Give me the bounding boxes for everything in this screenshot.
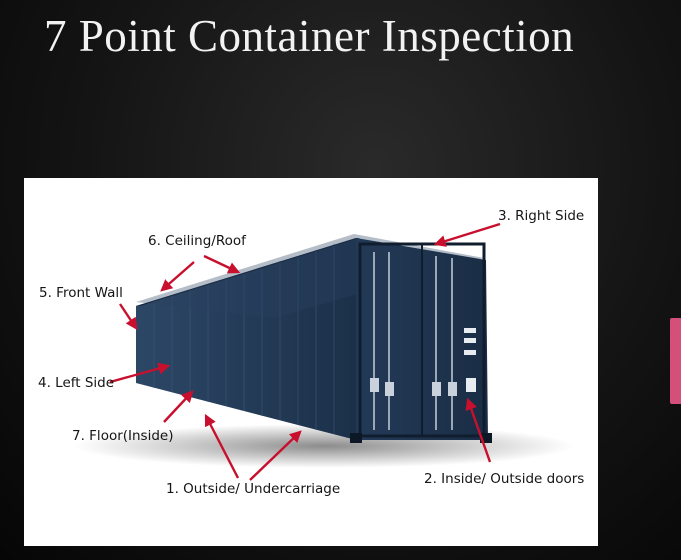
label-ceiling-roof: 6. Ceiling/Roof [148,233,246,249]
arrow-undercarriage-b [249,430,302,481]
corner-casting [350,433,362,443]
top-rail [136,238,360,306]
arrow-ceiling-b [203,254,241,274]
corner-casting [480,433,492,443]
label-inside-outside-doors: 2. Inside/ Outside doors [424,471,585,487]
label-front-wall: 5. Front Wall [39,285,123,301]
door-plates [464,328,476,392]
page-title: 7 Point Container Inspection [44,11,575,61]
label-floor-inside: 7. Floor(Inside) [72,428,174,444]
arrow-ceiling-a [160,261,195,292]
container-diagram [74,222,574,481]
arrow-left-side [109,362,171,384]
label-left-side: 4. Left Side [38,375,115,391]
arrow-doors [465,397,492,463]
locking-bars [373,252,453,430]
arrow-right-side [433,222,501,247]
arrow-floor [163,390,194,423]
diagram-panel: 3. Right Side 6. Ceiling/Roof 5. Front W… [24,178,598,546]
watermark-text: u88591953 [42,350,100,361]
door-handles [370,378,457,396]
indicator-arrows [109,222,501,481]
side-corrugation [153,244,335,434]
label-right-side: 3. Right Side [498,208,585,224]
arrow-undercarriage-a [204,413,240,479]
container-left-side [136,238,356,440]
arrow-front-wall [119,303,138,330]
label-outside-undercarriage: 1. Outside/ Undercarriage [166,481,341,497]
side-accent-tab [670,318,681,404]
